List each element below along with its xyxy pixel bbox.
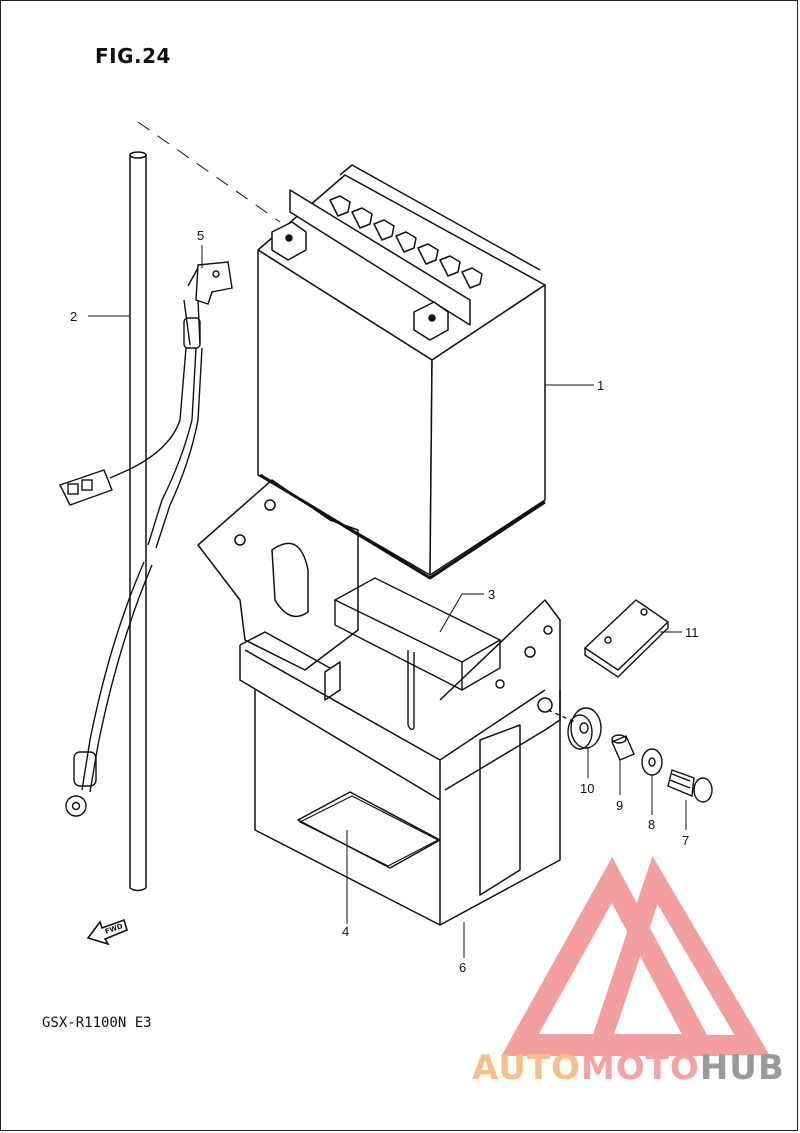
figure-title: FIG.24 bbox=[95, 44, 171, 68]
callout-leaders bbox=[88, 245, 687, 958]
fwd-arrow-icon: FWD bbox=[86, 918, 128, 946]
watermark-logo bbox=[501, 855, 770, 1056]
part-plate bbox=[583, 599, 670, 678]
watermark-auto: AUTO bbox=[472, 1048, 581, 1088]
callout-2: 2 bbox=[70, 309, 77, 324]
model-code: GSX-R1100N E3 bbox=[42, 1015, 152, 1031]
part-vent-tube bbox=[129, 151, 147, 892]
part-bolt bbox=[667, 769, 713, 803]
part-battery bbox=[257, 164, 546, 580]
watermark-moto: MOTO bbox=[580, 1048, 700, 1088]
part-washer bbox=[641, 748, 663, 776]
leader-line bbox=[137, 121, 281, 223]
part-collar bbox=[611, 734, 635, 761]
callout-3: 3 bbox=[488, 587, 495, 602]
watermark-hub: HUB bbox=[699, 1048, 785, 1088]
part-battery-holder bbox=[197, 479, 561, 926]
callout-11: 11 bbox=[685, 625, 699, 640]
callout-10: 10 bbox=[580, 781, 594, 796]
part-cushion bbox=[333, 577, 502, 731]
callout-5: 5 bbox=[197, 228, 204, 243]
part-pad bbox=[298, 795, 440, 867]
part-battery-lead bbox=[59, 261, 233, 817]
callout-6: 6 bbox=[459, 960, 466, 975]
callout-9: 9 bbox=[616, 798, 623, 813]
callout-4: 4 bbox=[342, 924, 349, 939]
part-grommet bbox=[547, 707, 602, 750]
callout-7: 7 bbox=[682, 833, 689, 848]
watermark-text: AUTOMOTOHUB bbox=[472, 1048, 785, 1088]
callout-8: 8 bbox=[648, 817, 655, 832]
callout-1: 1 bbox=[597, 378, 604, 393]
